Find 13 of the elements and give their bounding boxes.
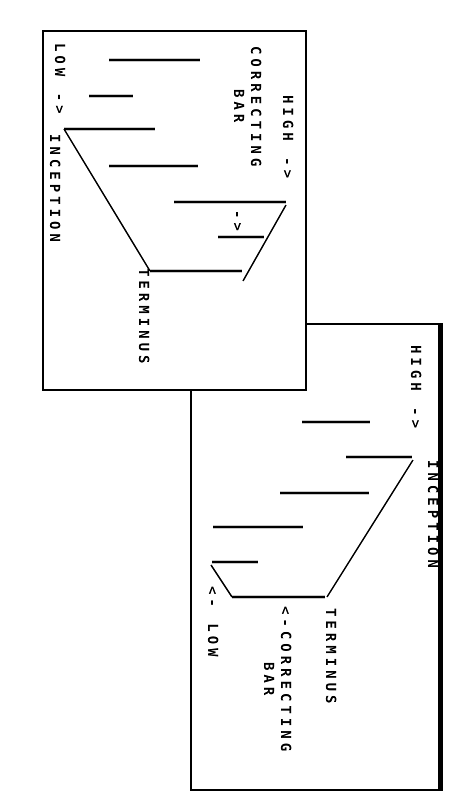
chart-annotation: <- LOW — [203, 586, 220, 661]
chart-panel — [190, 323, 443, 791]
chart-annotation: INCEPTION — [45, 134, 62, 246]
chart-annotation: INCEPTION — [423, 460, 440, 572]
chart-annotation: <-CORRECTING BAR — [259, 604, 293, 758]
chart-annotation: HIGH -> — [278, 95, 295, 182]
chart-annotation: TERMINUS — [321, 608, 338, 708]
chart-annotation: TERMINUS — [134, 268, 151, 368]
chart-annotation: -> — [228, 210, 245, 235]
chart-annotation: CORRECTING BAR — [229, 44, 263, 172]
chart-annotation: HIGH -> — [406, 345, 423, 432]
chart-annotation: LOW -> — [50, 43, 67, 118]
chart-panel — [42, 30, 307, 391]
